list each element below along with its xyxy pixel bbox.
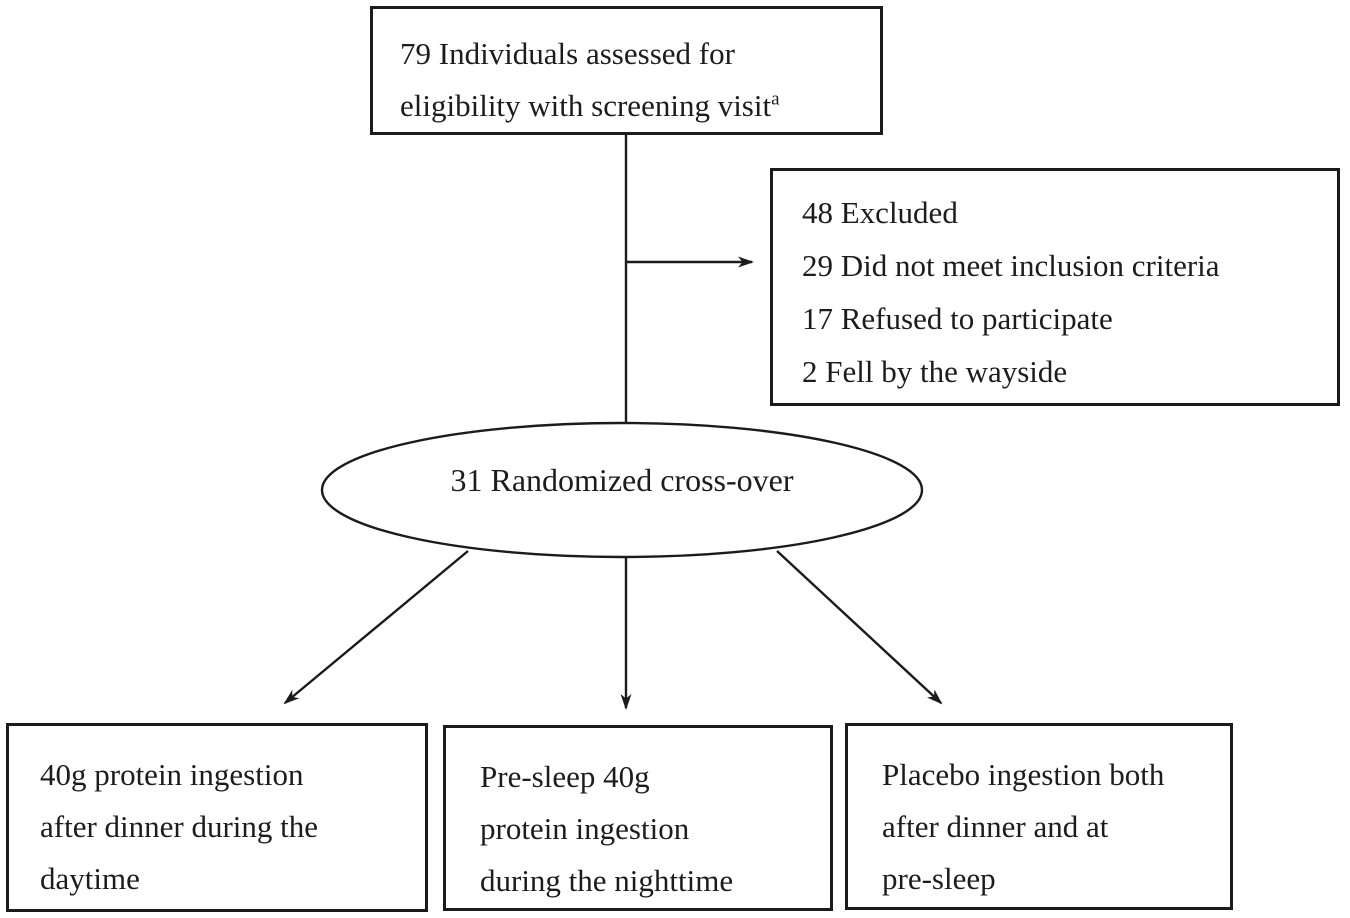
randomized-ellipse-label: 31 Randomized cross-over	[450, 461, 794, 498]
arm-daytime-line1: 40g protein ingestion	[40, 757, 304, 792]
arm-daytime-box: 40g protein ingestion after dinner durin…	[6, 723, 428, 912]
randomized-ellipse-outline	[320, 421, 924, 559]
arm-placebo-box: Placebo ingestion both after dinner and …	[845, 723, 1233, 910]
arm-presleep-line2: protein ingestion	[480, 811, 690, 846]
arm-placebo-line3: pre-sleep	[882, 861, 996, 896]
excluded-line4: 2 Fell by the wayside	[802, 354, 1068, 389]
excluded-line3: 17 Refused to participate	[802, 301, 1113, 336]
excluded-line1: 48 Excluded	[802, 195, 958, 230]
arrow-to-arm-daytime	[283, 550, 469, 705]
assessed-box: 79 Individuals assessed for eligibility …	[370, 6, 883, 135]
arm-daytime-line3: daytime	[40, 861, 140, 896]
arm-placebo-line2: after dinner and at	[882, 809, 1109, 844]
assessed-footnote-marker: a	[771, 88, 780, 110]
arm-daytime-line2: after dinner during the	[40, 809, 319, 844]
arm-placebo-line1: Placebo ingestion both	[882, 757, 1165, 792]
assessed-line1: 79 Individuals assessed for	[400, 36, 735, 71]
assessed-line2: eligibility with screening visita	[400, 80, 870, 132]
arrow-to-arm-placebo	[776, 550, 943, 705]
arm-presleep-line1: Pre-sleep 40g	[480, 759, 650, 794]
arm-presleep-line3: during the nighttime	[480, 863, 734, 898]
assessed-line2-text: eligibility with screening visit	[400, 88, 772, 123]
excluded-line2: 29 Did not meet inclusion criteria	[802, 248, 1220, 283]
arm-presleep-box: Pre-sleep 40g protein ingestion during t…	[443, 725, 833, 911]
excluded-box: 48 Excluded 29 Did not meet inclusion cr…	[770, 168, 1340, 406]
